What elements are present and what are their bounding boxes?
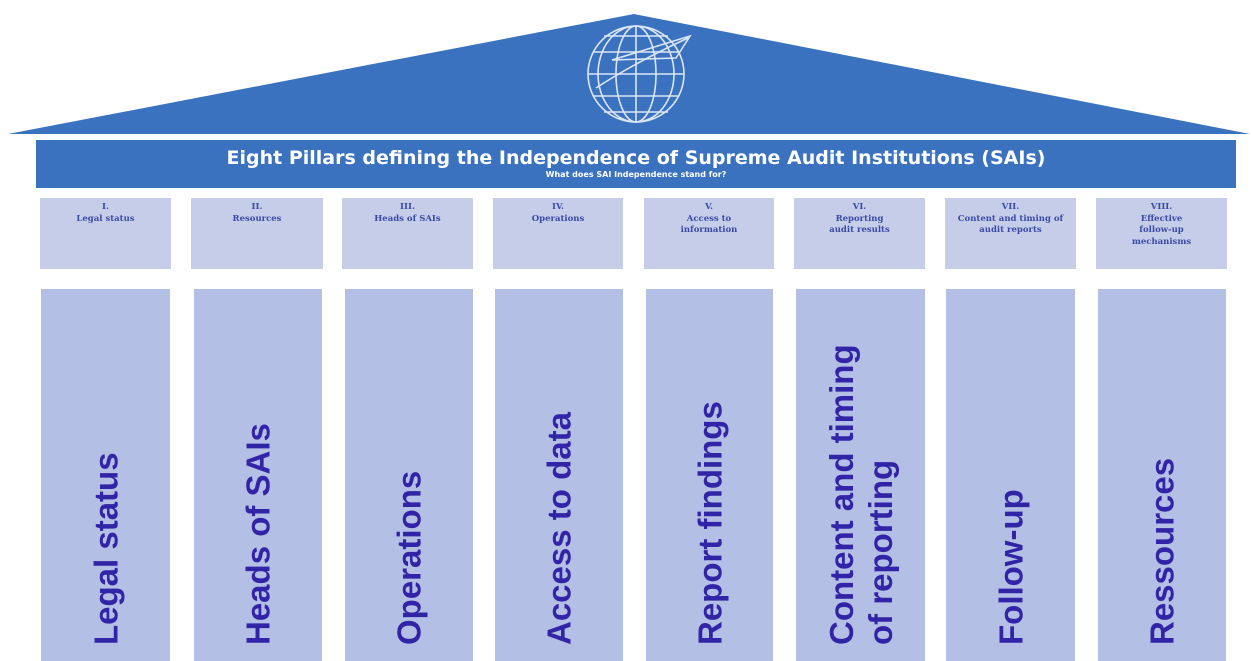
pillar-column: Operations (345, 289, 473, 661)
pillar-numeral: II. (251, 202, 263, 212)
pillar-capital-label: Reporting audit results (829, 213, 890, 236)
pillar-capital-label: Legal status (76, 213, 135, 224)
pillar-capital-label: Operations (531, 213, 585, 224)
pillar-capital: III. Heads of SAIs (342, 198, 473, 269)
pillar-capital-label: Effective follow-up mechanisms (1131, 213, 1192, 247)
diagram-title: Eight Pillars defining the Independence … (226, 147, 1046, 169)
pillar-capital: V. Access to information (644, 198, 774, 269)
roof-pediment (8, 14, 1250, 134)
pillar-capital: I. Legal status (40, 198, 171, 269)
pillar-column-label: Report findings (691, 401, 728, 645)
pillar-column-label: Heads of SAIs (239, 423, 277, 645)
title-banner: Eight Pillars defining the Independence … (36, 140, 1236, 188)
pillar-capital: VII. Content and timing of audit reports (945, 198, 1076, 269)
pillar-column: Content and timing of reporting (796, 289, 925, 661)
pillar-numeral: III. (400, 202, 415, 212)
pillar-column: Ressources (1098, 289, 1226, 661)
pillar-numeral: V. (704, 202, 714, 212)
pillar-column: Follow-up (946, 289, 1075, 661)
pillar-column-label: Follow-up (992, 489, 1029, 645)
pillar-numeral: VII. (1001, 202, 1020, 212)
pillar-numeral: IV. (551, 202, 565, 212)
pillar-numeral: VI. (852, 202, 867, 212)
pillar-capital: IV. Operations (493, 198, 623, 269)
pillar-column-label: Legal status (87, 452, 124, 645)
pillar-column: Access to data (495, 289, 623, 661)
pillar-capital-label: Access to information (680, 213, 738, 236)
pillar-capital-label: Content and timing of audit reports (957, 213, 1064, 236)
pillar-capital: VI. Reporting audit results (794, 198, 925, 269)
globe-logo-icon (587, 25, 692, 123)
pillar-column: Heads of SAIs (194, 289, 322, 661)
pillar-capital-label: Heads of SAIs (374, 213, 441, 224)
pillar-capital-label: Resources (232, 213, 282, 224)
diagram-subtitle: What does SAI Independence stand for? (545, 170, 727, 179)
pillar-column-label: Content and timing of reporting (822, 344, 899, 645)
pillar-column-label: Operations (390, 470, 428, 645)
pillar-numeral: VIII. (1150, 202, 1173, 212)
pillar-capital: VIII. Effective follow-up mechanisms (1096, 198, 1227, 269)
pillar-capital: II. Resources (191, 198, 323, 269)
pillar-column-label: Ressources (1143, 457, 1181, 645)
pillar-column: Legal status (41, 289, 170, 661)
pillar-column-label: Access to data (540, 412, 578, 645)
pillar-column: Report findings (646, 289, 773, 661)
pillar-numeral: I. (102, 202, 109, 212)
